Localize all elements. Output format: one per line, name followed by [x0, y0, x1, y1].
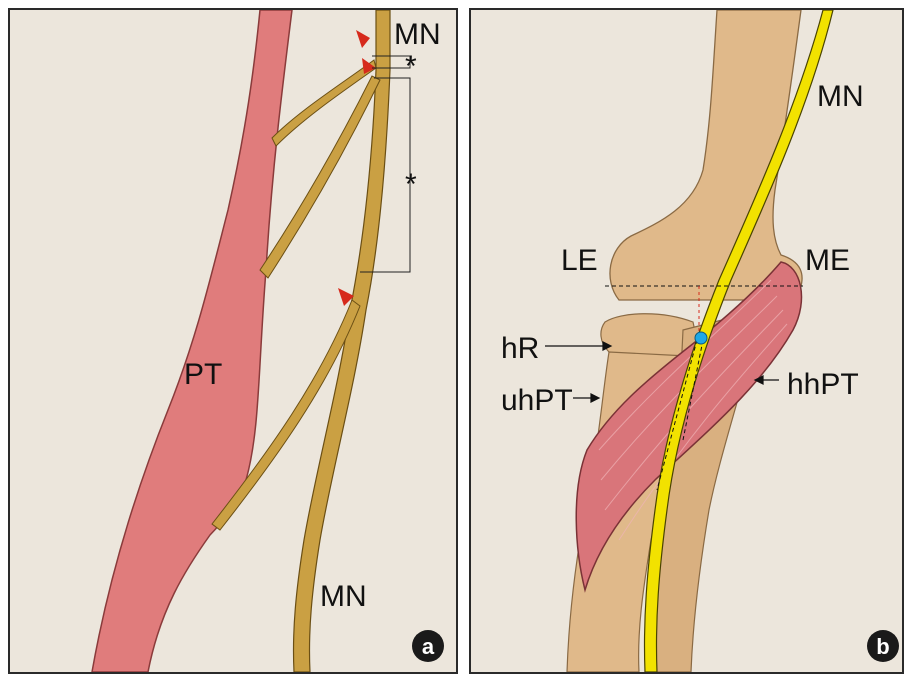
lateral-epicondyle-label: LE [561, 244, 598, 277]
radial-head [601, 314, 695, 357]
panel-letter-b: b [876, 634, 889, 659]
panel-a: * * MN PT MN a [8, 8, 458, 674]
humeral-head-pt-label: hhPT [787, 368, 859, 401]
panel-letter-a: a [422, 634, 435, 659]
medial-epicondyle-label: ME [805, 244, 850, 277]
ulnar-head-pt-label: uhPT [501, 384, 573, 417]
branch-origin-arrowhead-1 [356, 30, 370, 48]
nerve-entry-point [695, 332, 707, 344]
radial-head-label: hR [501, 332, 539, 365]
median-nerve-label-bottom: MN [320, 580, 367, 613]
uhpt-arrow-head [591, 394, 599, 402]
long-interval-asterisk: * [405, 168, 417, 201]
pronator-teres-label: PT [184, 358, 222, 391]
pronator-teres-muscle [92, 10, 292, 672]
panel-b: MN LE ME hR uhPT hhPT b [469, 8, 904, 674]
median-nerve-label-top: MN [394, 18, 441, 51]
median-nerve-label: MN [817, 80, 864, 113]
short-interval-asterisk: * [405, 50, 417, 83]
panel-a-drawing: * * MN PT MN a [10, 10, 456, 672]
panel-b-drawing: MN LE ME hR uhPT hhPT b [471, 10, 902, 672]
